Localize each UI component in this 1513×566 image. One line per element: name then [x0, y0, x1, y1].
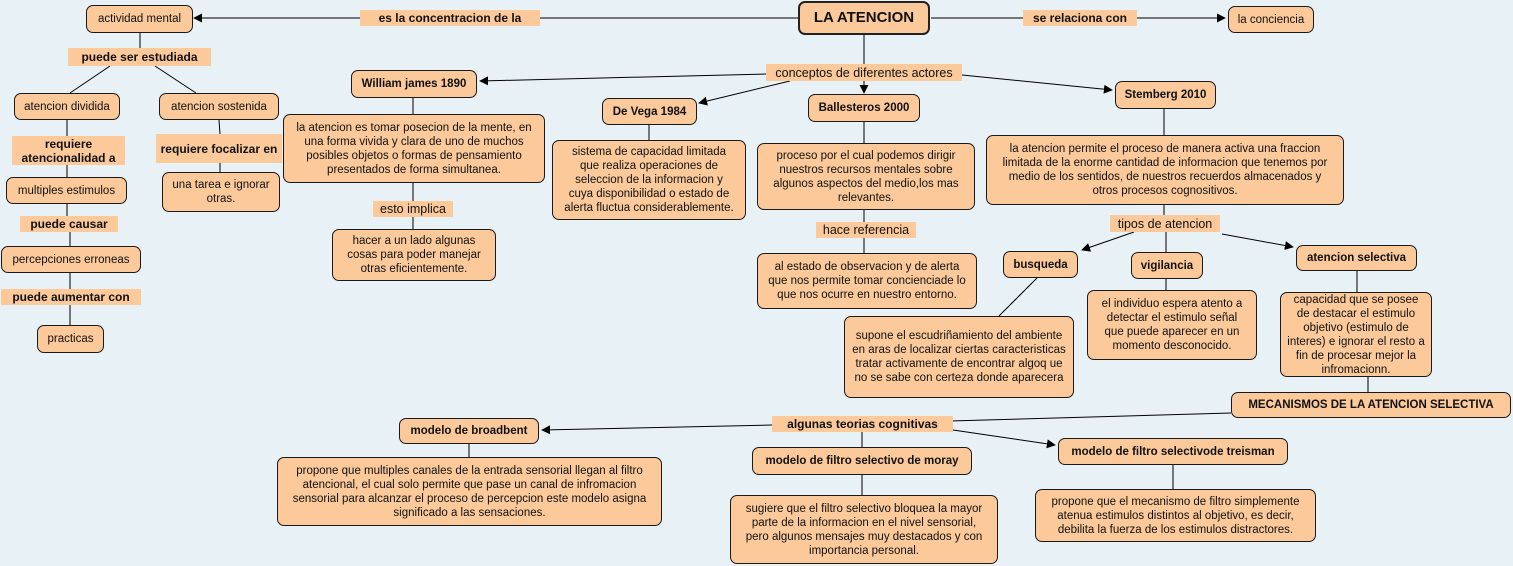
node-modelo-moray[interactable]: modelo de filtro selectivo de moray [752, 447, 972, 475]
node-ballesteros-definicion[interactable]: proceso por el cual podemos dirigir nues… [757, 143, 975, 210]
link-esto-implica: esto implica [373, 201, 453, 217]
edge-tipos-busqueda [1081, 231, 1135, 252]
link-puede-aumentar: puede aumentar con [1, 289, 141, 305]
link-requiere-atencionalidad: requiere atencionalidad a [12, 136, 125, 165]
edge-conceptos-james [479, 73, 767, 86]
node-treisman-definicion[interactable]: propone que el mecanismo de filtro simpl… [1035, 489, 1316, 542]
node-estado-observacion[interactable]: al estado de observacion y de alerta que… [757, 253, 977, 309]
node-hacer-a-un-lado[interactable]: hacer a un lado algunas cosas para poder… [332, 229, 496, 281]
link-tipos-atencion: tipos de atencion [1110, 215, 1220, 232]
node-selectiva-definicion[interactable]: capacidad que se posee de destacar el es… [1280, 292, 1432, 377]
node-james-definicion[interactable]: la atencion es tomar posecion de la ment… [283, 114, 545, 183]
node-busqueda-definicion[interactable]: supone el escudriñamiento del ambiente e… [844, 316, 1074, 398]
node-tarea-ignorar[interactable]: una tarea e ignorar otras. [162, 172, 280, 212]
node-percepciones-erroneas[interactable]: percepciones erroneas [1, 246, 141, 273]
edge-teorias-broadbent [541, 424, 773, 435]
link-puede-causar: puede causar [20, 216, 118, 232]
node-moray-definicion[interactable]: sugiere que el filtro selectivo bloquea … [730, 495, 998, 564]
edge-busqueda-def [998, 276, 1039, 317]
node-devega-definicion[interactable]: sistema de capacidad limitada que realiz… [552, 140, 746, 220]
edge-sostenida-focalizar [218, 119, 221, 135]
node-la-conciencia[interactable]: la conciencia [1228, 6, 1314, 33]
link-teorias-cognitivas: algunas teorias cognitivas [772, 416, 953, 432]
link-hace-referencia: hace referencia [816, 222, 916, 238]
node-william-james[interactable]: William james 1890 [351, 70, 477, 98]
node-de-vega[interactable]: De Vega 1984 [602, 98, 697, 125]
edge-conceptos-stemberg [961, 74, 1113, 94]
edge-estudiada-dividida [69, 65, 111, 94]
node-atencion-selectiva[interactable]: atencion selectiva [1296, 245, 1417, 271]
link-concentracion: es la concentracion de la [360, 10, 540, 26]
main-title-node[interactable]: LA ATENCION [798, 1, 930, 35]
link-se-relaciona: se relaciona con [1023, 10, 1137, 26]
node-stemberg-definicion[interactable]: la atencion permite el proceso de manera… [986, 135, 1344, 205]
edge-mecanismos-teorias [949, 412, 1232, 422]
node-vigilancia[interactable]: vigilancia [1131, 252, 1203, 279]
node-practicas[interactable]: practicas [37, 325, 104, 353]
link-requiere-focalizar: requiere focalizar en [156, 134, 282, 163]
edge-teorias-treisman [952, 429, 1056, 449]
edge-estudiada-sostenida [154, 65, 197, 94]
edge-tipos-selectiva [1221, 233, 1294, 250]
node-modelo-treisman[interactable]: modelo de filtro selectivode treisman [1058, 438, 1288, 465]
node-modelo-broadbent[interactable]: modelo de broadbent [399, 418, 539, 444]
node-mecanismos-atencion-selectiva[interactable]: MECANISMOS DE LA ATENCION SELECTIVA [1231, 392, 1511, 418]
node-broadbent-definicion[interactable]: propone que multiples canales de la entr… [277, 457, 662, 526]
node-vigilancia-definicion[interactable]: el individuo espera atento a detectar el… [1087, 290, 1257, 360]
link-puede-ser-estudiada: puede ser estudiada [68, 48, 211, 66]
node-actividad-mental[interactable]: actividad mental [86, 5, 193, 33]
node-multiples-estimulos[interactable]: multiples estimulos [6, 177, 127, 204]
node-stemberg[interactable]: Stemberg 2010 [1115, 81, 1216, 109]
edge-conceptos-devega [698, 80, 791, 106]
node-atencion-sostenida[interactable]: atencion sostenida [159, 93, 279, 120]
node-busqueda[interactable]: busqueda [1003, 251, 1078, 278]
link-conceptos-actores: conceptos de diferentes actores [766, 64, 962, 81]
node-atencion-dividida[interactable]: atencion dividida [14, 93, 120, 120]
node-ballesteros[interactable]: Ballesteros 2000 [808, 94, 920, 122]
